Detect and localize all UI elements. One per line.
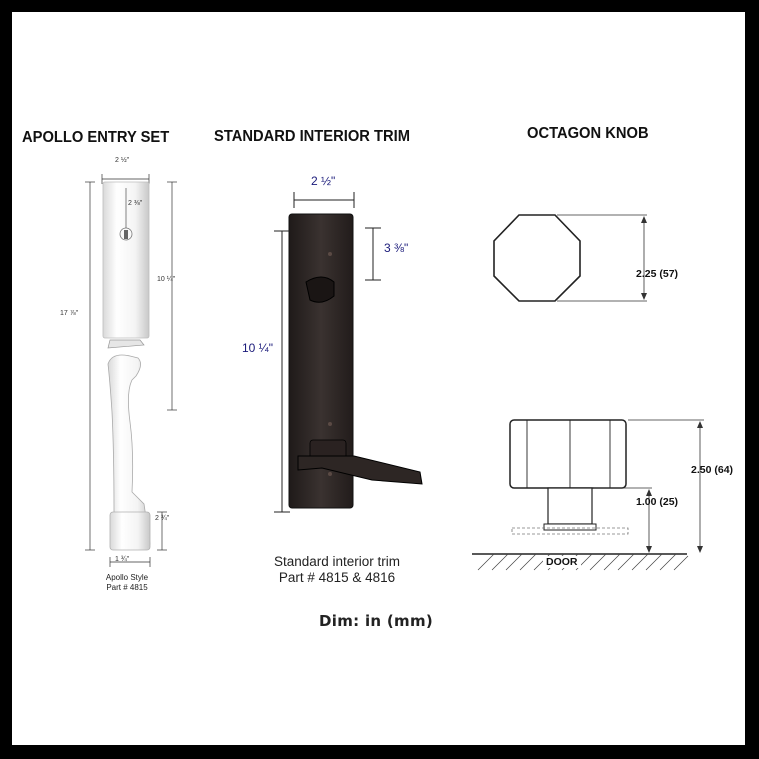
spec-sheet: APOLLO ENTRY SET STANDARD INTERIOR TRIM … [12,12,745,745]
interior-width-dim: 2 ½" [311,174,336,188]
knob-neck-dim: 1.00 (25) [636,496,679,508]
knob-width-dim: 2.25 (57) [636,268,679,280]
apollo-drawing [85,174,177,567]
interior-caption: Standard interior trim Part # 4815 & 481… [237,554,437,586]
interior-caption-part: Part # 4815 & 4816 [278,570,396,585]
octagon-knob-heading: OCTAGON KNOB [527,125,649,142]
dimension-units-note: Dim: in (mm) [319,612,434,630]
apollo-overall-dim: 17 ⅞" [60,310,79,317]
apollo-lever-height-dim: 10 ¼" [157,276,176,283]
interior-thumbturn-dim: 3 ⅜" [384,241,409,255]
apollo-bottom-width-dim: 1 ¾" [115,556,130,563]
apollo-caption-style: Apollo Style [105,573,149,582]
apollo-heading: APOLLO ENTRY SET [22,129,170,146]
door-hatching [477,553,689,571]
door-label: DOOR [543,556,581,568]
interior-trim-heading: STANDARD INTERIOR TRIM [214,128,410,145]
interior-trim-drawing [274,192,423,513]
apollo-caption: Apollo Style Part # 4815 [72,573,182,593]
apollo-bottom-height-dim: 2 ¾" [155,515,170,522]
interior-lever-height-dim: 10 ¼" [242,341,273,355]
octagon-knob-drawing [472,214,704,571]
apollo-caption-part: Part # 4815 [106,583,148,592]
apollo-width-dim: 2 ½" [115,157,130,164]
knob-projection-dim: 2.50 (64) [691,464,734,476]
interior-caption-style: Standard interior trim [273,554,401,569]
apollo-cylinder-dim: 2 ⅜" [128,200,143,207]
